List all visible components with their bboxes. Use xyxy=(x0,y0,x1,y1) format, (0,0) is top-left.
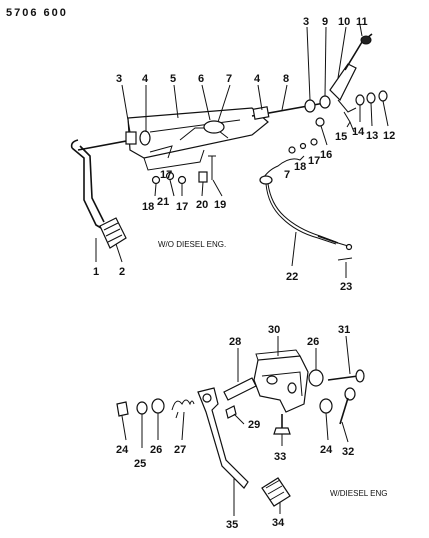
callout-3b: 3 xyxy=(303,16,309,28)
diesel-pedal-arm xyxy=(197,387,249,489)
callout-33: 33 xyxy=(274,451,286,463)
callout-35: 35 xyxy=(226,519,238,531)
bushing-26-left xyxy=(151,398,165,414)
nut-18 xyxy=(151,175,161,185)
callout-26b: 26 xyxy=(150,444,162,456)
callout-30: 30 xyxy=(268,324,280,336)
callout-24: 24 xyxy=(116,444,129,456)
callout-6: 6 xyxy=(198,73,204,85)
callout-12: 12 xyxy=(383,130,395,142)
callout-17a: 17 xyxy=(308,155,320,167)
stopper-bolt-33 xyxy=(273,414,291,435)
pedal-shaft xyxy=(223,377,257,401)
collar-left xyxy=(139,130,151,146)
callout-10: 10 xyxy=(338,16,350,28)
lower-leader-lines xyxy=(121,335,351,516)
pedal-pad xyxy=(99,217,127,249)
pivot-shaft xyxy=(77,139,133,151)
washer-17 xyxy=(177,175,187,185)
callout-16: 16 xyxy=(320,149,332,161)
callout-24b: 24 xyxy=(320,444,333,456)
bolt-31 xyxy=(327,369,365,383)
callout-29: 29 xyxy=(248,419,260,431)
callout-21: 21 xyxy=(157,196,169,208)
bolt-16 xyxy=(315,117,325,127)
callout-26: 26 xyxy=(307,336,319,348)
callout-18a: 18 xyxy=(294,161,306,173)
diesel-pedal-bracket xyxy=(253,349,309,413)
lower-caption: W/DIESEL ENG xyxy=(330,489,388,498)
diagram-part-number: 5706 600 xyxy=(6,7,68,19)
callout-14: 14 xyxy=(352,126,365,138)
washer-21 xyxy=(165,171,175,181)
callout-25: 25 xyxy=(134,458,146,470)
callout-13: 13 xyxy=(366,130,378,142)
washer-25 xyxy=(136,401,148,415)
callout-20: 20 xyxy=(196,199,208,211)
upper-leader-lines xyxy=(95,24,389,278)
bushing-24-right xyxy=(319,398,333,414)
washer-13 xyxy=(366,92,376,104)
lower-callouts: 28 30 26 31 24 25 26 27 29 24 32 33 35 3… xyxy=(116,324,354,531)
bushing-29 xyxy=(225,405,237,419)
callout-31: 31 xyxy=(338,324,350,336)
bushing-26-upper xyxy=(308,369,324,387)
clip-23 xyxy=(337,257,353,261)
clutch-pedal-arm xyxy=(70,139,109,233)
bushing-right xyxy=(252,106,270,120)
upper-assembly: 1 2 3 4 5 6 7 4 8 3 9 10 11 14 13 12 15 … xyxy=(70,16,395,293)
callout-15: 15 xyxy=(335,131,347,143)
return-spring-27 xyxy=(171,399,195,419)
callout-11: 11 xyxy=(356,16,368,28)
callout-28: 28 xyxy=(229,336,241,348)
callout-1: 1 xyxy=(93,266,99,278)
callout-7: 7 xyxy=(226,73,232,85)
clutch-cable xyxy=(259,155,353,251)
upper-callouts: 1 2 3 4 5 6 7 4 8 3 9 10 11 14 13 12 15 … xyxy=(93,16,395,293)
callout-4b: 4 xyxy=(254,73,261,85)
callout-34: 34 xyxy=(272,517,285,529)
callout-7b: 7 xyxy=(284,169,290,181)
callout-9: 9 xyxy=(322,16,328,28)
callout-3: 3 xyxy=(116,73,122,85)
washer-10 xyxy=(319,95,331,109)
stopper-20 xyxy=(198,171,208,183)
callout-27: 27 xyxy=(174,444,186,456)
bolt-19 xyxy=(208,155,216,180)
washer-9 xyxy=(304,99,316,113)
diesel-pedal-pad xyxy=(261,477,291,507)
callout-19: 19 xyxy=(214,199,226,211)
bolt-32 xyxy=(339,387,356,425)
lower-assembly: 28 30 26 31 24 25 26 27 29 24 32 33 35 3… xyxy=(116,324,388,531)
callout-4: 4 xyxy=(142,73,149,85)
washer-14 xyxy=(355,94,365,106)
callout-5: 5 xyxy=(170,73,176,85)
washer-17b xyxy=(310,138,318,146)
callout-32: 32 xyxy=(342,446,354,458)
nut-24-left xyxy=(116,401,129,417)
callout-17b: 17 xyxy=(160,169,172,181)
pedal-bracket xyxy=(127,107,269,171)
nut-12 xyxy=(378,90,388,102)
nut-18b xyxy=(299,142,307,150)
upper-caption: W/O DIESEL ENG. xyxy=(158,240,226,249)
nut-7 xyxy=(288,146,296,154)
callout-23: 23 xyxy=(340,281,352,293)
bushing-left xyxy=(125,131,137,145)
callout-2: 2 xyxy=(119,266,125,278)
callout-17c: 17 xyxy=(176,201,188,213)
release-lever xyxy=(329,33,373,113)
callout-8: 8 xyxy=(283,73,289,85)
callout-22: 22 xyxy=(286,271,298,283)
callout-18b: 18 xyxy=(142,201,154,213)
